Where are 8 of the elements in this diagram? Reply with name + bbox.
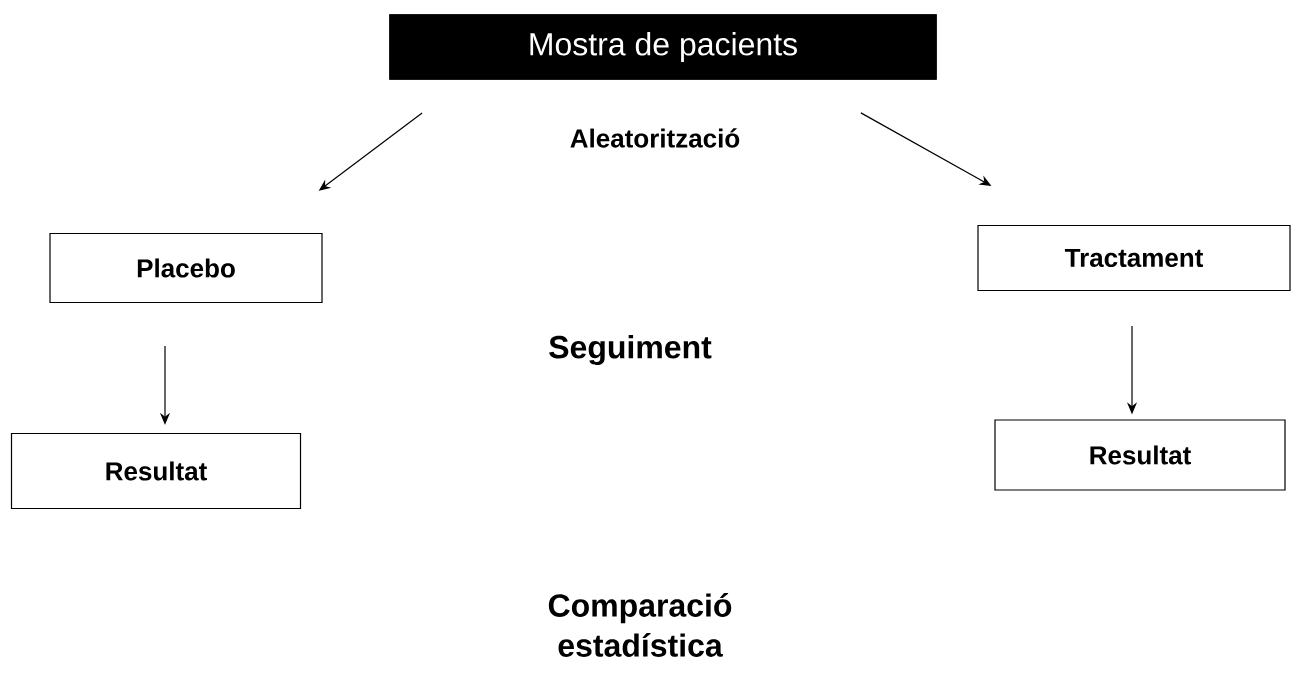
label: Seguiment — [549, 335, 712, 365]
label: Comparació estadística — [548, 593, 732, 657]
label: Aleatorització — [570, 128, 740, 148]
process-box: Tractament — [977, 224, 1291, 292]
title-box: Mostra de pacients — [389, 14, 937, 80]
process-box: Resultat — [10, 432, 302, 510]
process-box: Placebo — [49, 232, 323, 304]
process-box: Resultat — [994, 419, 1286, 491]
